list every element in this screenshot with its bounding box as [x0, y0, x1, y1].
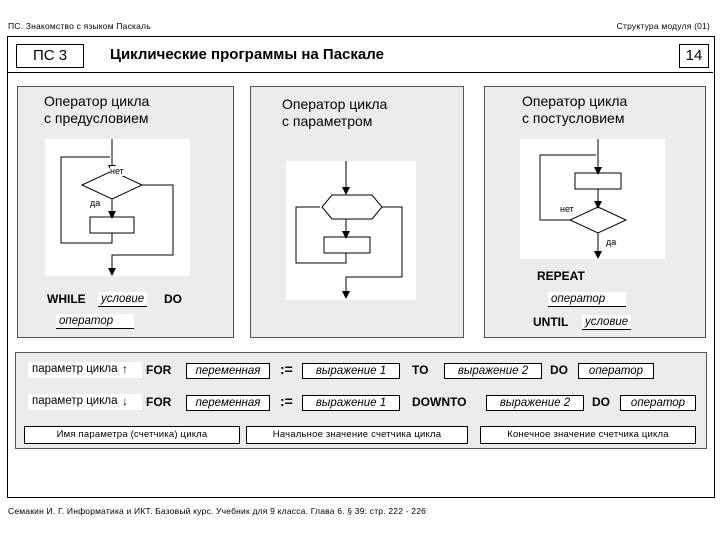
panel-post-title-1: Оператор цикла	[522, 93, 628, 109]
for-row-2-param-label: параметр цикла	[32, 395, 118, 407]
kw-for-1: FOR	[146, 363, 172, 377]
flow-post-no: нет	[560, 204, 574, 214]
panel-param-title-1: Оператор цикла	[282, 96, 388, 112]
flowchart-post	[520, 139, 665, 259]
header-module: Структура модуля (01)	[616, 21, 710, 31]
slide-number: 14	[679, 44, 709, 68]
pre-statement-field: оператор	[56, 314, 134, 329]
legend-param-name: Имя параметра (счетчика) цикла	[24, 426, 240, 444]
kw-do-1: DO	[550, 363, 568, 377]
variable-field-2: переменная	[186, 395, 270, 411]
flow-post-yes: да	[606, 237, 617, 247]
flowchart-param-svg	[295, 161, 403, 299]
slide-frame	[7, 36, 715, 498]
assign-2: :=	[280, 393, 293, 409]
expr1-field-1: выражение 1	[302, 363, 400, 379]
kw-downto: DOWNTO	[412, 395, 467, 409]
panel-post-title-2: с постусловием	[522, 110, 625, 126]
panel-pre-title-1: Оператор цикла	[44, 93, 150, 109]
expr1-field-2: выражение 1	[302, 395, 400, 411]
stmt-field-2: оператор	[620, 395, 696, 411]
arrow-down-icon: ↓	[122, 394, 128, 408]
flow-pre-no: нет	[110, 166, 124, 176]
panel-pre-title-2: с предусловием	[44, 110, 149, 126]
for-row-2-param: параметр цикла	[28, 394, 142, 410]
assign-1: :=	[280, 361, 293, 377]
page-title: Циклические программы на Паскале	[110, 46, 384, 63]
kw-for-2: FOR	[146, 395, 172, 409]
arrow-up-icon: ↑	[122, 362, 128, 376]
expr2-field-2: выражение 2	[486, 395, 584, 411]
flowchart-param	[286, 161, 416, 300]
slide-code: ПС 3	[16, 44, 84, 68]
kw-do-2: DO	[592, 395, 610, 409]
flowchart-pre-svg	[60, 139, 174, 276]
footer-citation: Семакин И. Г. Информатика и ИКТ. Базовый…	[8, 506, 427, 516]
post-condition-field: условие	[582, 315, 632, 330]
for-row-1-param-label: параметр цикла	[32, 363, 118, 375]
legend-end-value: Конечное значение счетчика цикла	[480, 426, 696, 444]
header-course: ПС. Знакомство с языком Паскаль	[8, 21, 151, 31]
flowchart-post-svg	[539, 139, 628, 259]
kw-do-pre: DO	[164, 292, 182, 306]
pre-condition-field: условие	[98, 292, 148, 307]
kw-while: WHILE	[47, 292, 86, 306]
post-statement-field: оператор	[548, 292, 626, 307]
kw-until: UNTIL	[533, 315, 569, 329]
variable-field-1: переменная	[186, 363, 270, 379]
flow-pre-yes: да	[90, 198, 101, 208]
panel-param-title-2: с параметром	[282, 113, 373, 129]
expr2-field-1: выражение 2	[444, 363, 542, 379]
legend-start-value: Начальное значение счетчика цикла	[246, 426, 468, 444]
title-bar	[7, 36, 713, 73]
stmt-field-1: оператор	[578, 363, 654, 379]
for-row-1-param: параметр цикла	[28, 362, 142, 378]
kw-repeat: REPEAT	[537, 269, 585, 283]
kw-to: TO	[412, 363, 429, 377]
flowchart-pre	[45, 139, 190, 276]
